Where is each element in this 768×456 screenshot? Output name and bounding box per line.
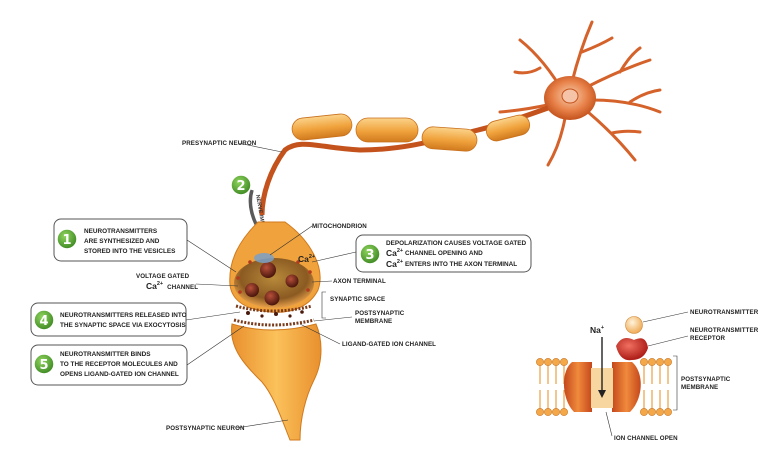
lipid-head xyxy=(536,408,544,416)
step-3-line-3: ENTERS INTO THE AXON TERMINAL xyxy=(405,261,517,268)
lipid-head xyxy=(552,358,560,366)
lipid-head xyxy=(552,408,560,416)
step-1-number: 1 xyxy=(62,233,71,248)
label-inset-membrane-1: POSTSYNAPTIC xyxy=(681,376,731,383)
presynaptic-soma xyxy=(498,20,662,167)
label-ligand-gated: LIGAND-GATED ION CHANNEL xyxy=(342,341,436,348)
postsynaptic-neuron xyxy=(231,323,322,441)
lipid-head xyxy=(640,358,648,366)
step-5-box: 5 NEUROTRANSMITTER BINDS TO THE RECEPTOR… xyxy=(30,344,188,386)
label-mitochondrion: MITOCHONDRION xyxy=(312,223,367,230)
lipid-head xyxy=(544,358,552,366)
step-4-line-2: THE SYNAPTIC SPACE VIA EXOCYTOSIS xyxy=(60,322,186,329)
ion-channel-inset: Na+ xyxy=(536,316,672,416)
lipid-head xyxy=(664,408,672,416)
step-3-number: 3 xyxy=(365,248,374,263)
label-inset-membrane-2: MEMBRANE xyxy=(681,384,718,391)
step-5-line-3: OPENS LIGAND-GATED ION CHANNEL xyxy=(60,371,179,378)
lipid-head xyxy=(664,358,672,366)
lipid-head xyxy=(536,358,544,366)
svg-text:2: 2 xyxy=(236,179,245,194)
label-inset-neurotransmitter: NEUROTRANSMITTER xyxy=(690,309,759,316)
step-5-line-2: TO THE RECEPTOR MOLECULES AND xyxy=(60,361,178,368)
step-1-line-3: STORED INTO THE VESICLES xyxy=(84,248,176,255)
label-postsynaptic-membrane-1: POSTSYNAPTIC xyxy=(355,310,405,317)
lipid-head xyxy=(656,408,664,416)
label-ca-ion: Ca2+ xyxy=(298,254,315,264)
synaptic-cleft xyxy=(233,304,315,327)
lipid-head xyxy=(640,408,648,416)
label-na-ion: Na+ xyxy=(590,325,604,335)
axon-terminal xyxy=(229,221,321,313)
label-voltage-gated: VOLTAGE GATED xyxy=(136,273,190,280)
label-synaptic-space: SYNAPTIC SPACE xyxy=(330,296,385,303)
step-1-box: 1 NEUROTRANSMITTERS ARE SYNTHESIZED AND … xyxy=(53,218,188,262)
label-inset-receptor-2: RECEPTOR xyxy=(690,335,725,342)
label-inset-receptor-1: NEUROTRANSMITTER xyxy=(690,327,759,334)
label-postsynaptic-membrane-2: MEMBRANE xyxy=(355,318,392,325)
label-ca-channel: Ca2+CHANNEL xyxy=(146,281,198,291)
step-3-ca-2: Ca2+ xyxy=(386,259,403,269)
step-3-line-1: DEPOLARIZATION CAUSES VOLTAGE GATED xyxy=(386,240,527,247)
label-presynaptic-neuron: PRESYNAPTIC NEURON xyxy=(182,140,257,147)
lipid-head xyxy=(560,358,568,366)
lipid-head xyxy=(560,408,568,416)
lipid-head xyxy=(648,408,656,416)
step-3-box: 3 DEPOLARIZATION CAUSES VOLTAGE GATED Ca… xyxy=(355,234,532,273)
label-axon-terminal: AXON TERMINAL xyxy=(333,278,386,285)
step-5-line-1: NEUROTRANSMITTER BINDS xyxy=(60,351,151,358)
axon xyxy=(259,105,549,216)
step-2-badge: 2 xyxy=(230,174,252,196)
phospholipid-bilayer xyxy=(536,358,672,416)
label-postsynaptic-neuron: POSTSYNAPTIC NEURON xyxy=(166,425,245,432)
step-1-line-1: NEUROTRANSMITTERS xyxy=(84,228,158,235)
step-4-line-1: NEUROTRANSMITTERS RELEASED INTO xyxy=(60,312,187,319)
step-5-number: 5 xyxy=(39,358,48,373)
step-3-ca-1: Ca2+ xyxy=(386,248,403,258)
lipid-head xyxy=(648,358,656,366)
lipid-head xyxy=(656,358,664,366)
step-1-line-2: ARE SYNTHESIZED AND xyxy=(84,238,160,245)
step-4-box: 4 NEUROTRANSMITTERS RELEASED INTO THE SY… xyxy=(30,302,187,337)
lipid-head xyxy=(544,408,552,416)
step-4-number: 4 xyxy=(39,314,48,329)
step-3-line-2: CHANNEL OPENING AND xyxy=(405,250,483,257)
label-ion-channel-open: ION CHANNEL OPEN xyxy=(614,435,678,442)
